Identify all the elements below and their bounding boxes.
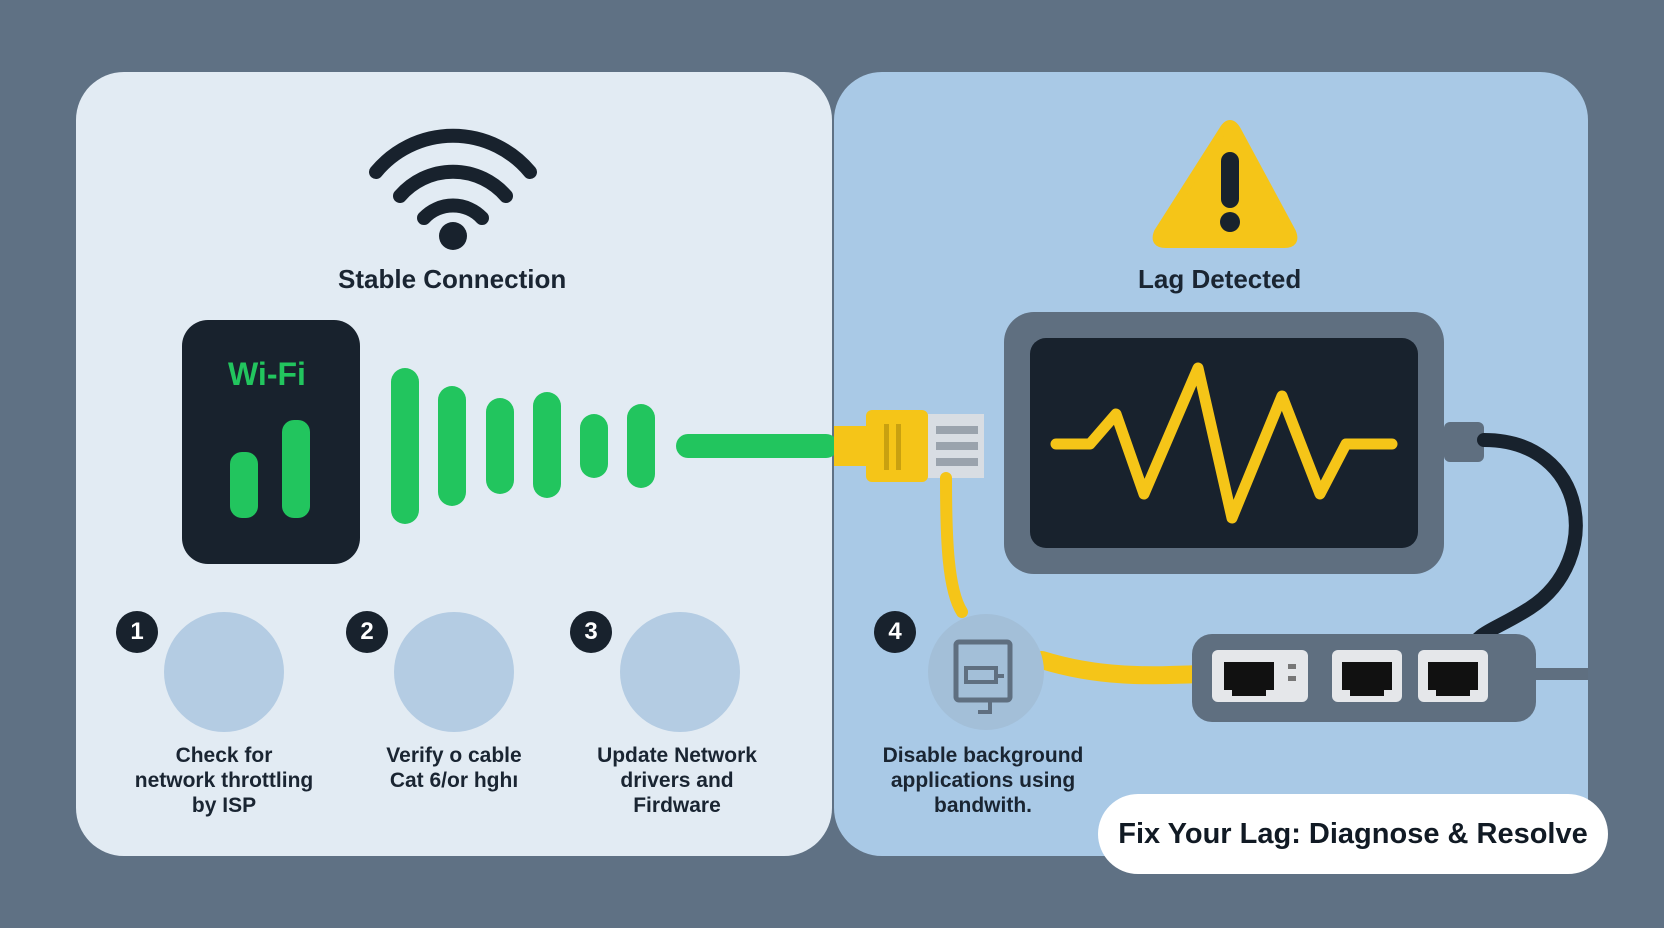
title-banner: Fix Your Lag: Diagnose & Resolve — [1098, 794, 1608, 874]
network-switch — [1192, 634, 1588, 722]
wifi-device — [182, 320, 360, 564]
step-4-line-1: Disable background — [882, 744, 1084, 767]
step-2-icon-circle — [394, 612, 514, 732]
warning-triangle-icon — [1152, 120, 1298, 248]
step-1-text: Check for network throttling by ISP — [109, 743, 339, 818]
wifi-icon — [369, 128, 537, 250]
ethernet-connector — [834, 410, 984, 618]
step-3-icon-circle — [620, 612, 740, 732]
step-1-number: 1 — [116, 611, 158, 653]
step-1-icon-circle — [164, 612, 284, 732]
step-2-number: 2 — [346, 611, 388, 653]
yellow-cable — [1033, 651, 1209, 685]
step-3-number: 3 — [570, 611, 612, 653]
step-2-line-2: Cat 6/or hghı — [389, 769, 519, 792]
monitor-icon — [928, 614, 1044, 730]
lag-monitor — [1004, 312, 1583, 657]
step-3-line-1: Update Network — [597, 744, 757, 767]
step-1-line-1: Check for — [175, 744, 273, 767]
lag-detected-heading: Lag Detected — [1138, 264, 1302, 294]
wifi-device-label: Wi-Fi — [228, 356, 306, 392]
step-4-line-2: applications using — [890, 769, 1076, 792]
step-2-line-1: Verify ο cable — [386, 744, 522, 767]
step-4-line-3: bandwith. — [934, 794, 1032, 817]
step-3-text: Update Network drivers and Firdware — [562, 743, 792, 818]
step-1-line-2: network throttling — [134, 769, 314, 792]
step-1-line-3: by ISP — [191, 794, 257, 817]
step-4-text: Disable background applications using ba… — [868, 743, 1098, 818]
signal-bars — [391, 368, 838, 524]
step-3-line-3: Firdware — [633, 794, 721, 817]
step-4-number: 4 — [874, 611, 916, 653]
stable-connection-heading: Stable Connection — [338, 264, 567, 294]
banner-title: Fix Your Lag: Diagnose & Resolve — [1118, 817, 1588, 850]
step-3-line-2: drivers and — [620, 769, 734, 792]
step-2-text: Verify ο cable Cat 6/or hghı — [339, 743, 569, 793]
